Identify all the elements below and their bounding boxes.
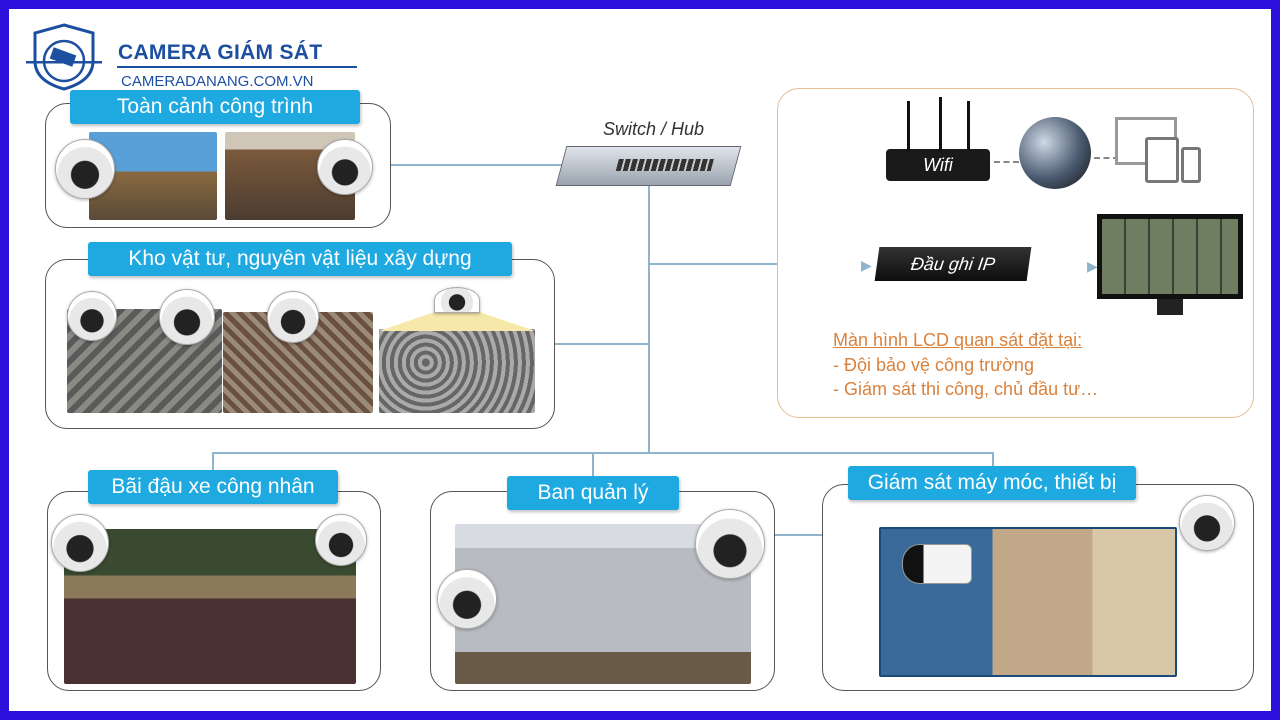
bullet-camera-icon [1179,495,1235,551]
zone-label: Kho vật tư, nguyên vật liệu xây dựng [88,242,512,276]
monitor-stand [1157,299,1183,315]
arrow-icon: ▶ [861,257,872,273]
connector [648,263,868,265]
steel-photo [379,329,535,413]
logo-title: CAMERA GIÁM SÁT [118,41,323,64]
antenna-icon [967,101,970,151]
zone-label: Toàn cảnh công trình [70,90,360,124]
internet-globe-icon [1019,117,1091,189]
ptz-camera-icon [55,139,115,199]
parking-photo [64,529,356,684]
connector [994,161,1019,163]
shield-camera-icon [26,23,102,91]
connector [1094,157,1119,159]
connector [390,164,570,166]
nvr-label: Đầu ghi IP [909,253,997,274]
antenna-icon [939,97,942,151]
bullet-camera-icon [159,289,215,345]
diagram-canvas: CAMERA GIÁM SÁT CAMERADANANG.COM.VN Swit… [9,9,1271,711]
connector [555,343,649,345]
connector [992,452,994,467]
connector [648,185,650,453]
bullet-camera-icon [695,509,765,579]
dome-camera-icon [437,569,497,629]
dome-camera-icon [67,291,117,341]
lcd-monitor-icon [1097,214,1243,299]
zone-label: Bãi đậu xe công nhân [88,470,338,504]
connector [212,452,214,477]
wifi-router-icon: Wifi [886,149,990,181]
bullet-camera-icon [315,514,367,566]
switch-hub-icon [555,146,742,186]
wifi-label: Wifi [923,154,953,175]
arrow-icon: ▶ [1087,258,1098,274]
zone-label: Ban quản lý [507,476,679,510]
dome-camera-icon [51,514,109,572]
ceiling-dome-camera-icon [434,287,480,313]
zone-label: Giám sát máy móc, thiết bị [848,466,1136,500]
lcd-note-item: - Đội bảo vệ công trường [833,355,1034,375]
lcd-note-item: - Giám sát thi công, chủ đầu tư… [833,379,1099,399]
lcd-note-title: Màn hình LCD quan sát đặt tại: [833,330,1083,350]
dome-camera-icon [317,139,373,195]
devices-icon [1115,117,1205,189]
switch-label: Switch / Hub [603,119,705,139]
logo-subtitle: CAMERADANANG.COM.VN [121,73,314,90]
dome-camera-icon [267,291,319,343]
nvr-icon: Đầu ghi IP [874,247,1032,281]
connector [592,452,594,477]
logo: CAMERA GIÁM SÁT CAMERADANANG.COM.VN [23,21,363,91]
antenna-icon [907,101,910,151]
logo-divider [117,66,357,68]
connector [774,534,864,536]
bullet-camera-icon [902,544,972,584]
connector [212,452,994,454]
